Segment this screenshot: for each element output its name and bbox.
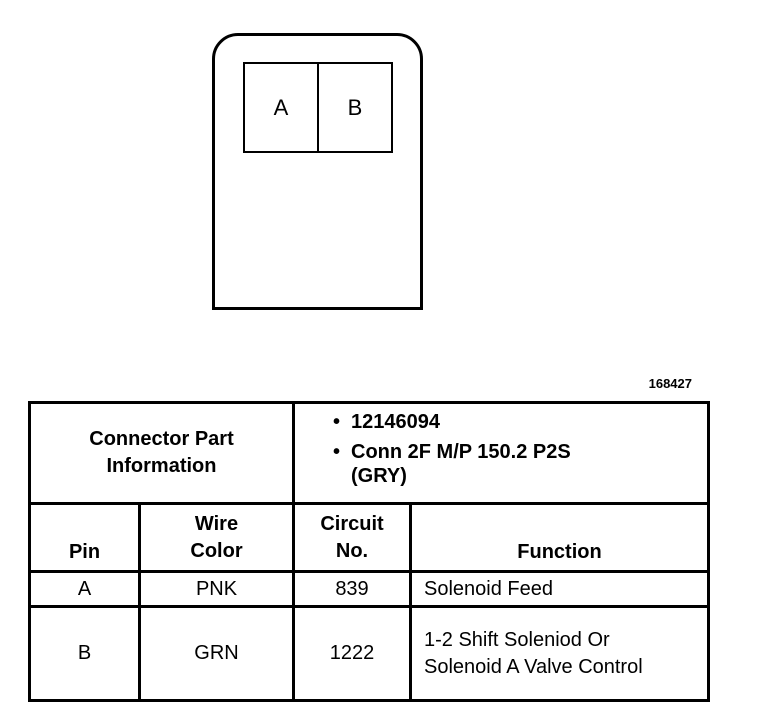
table-row: A PNK 839 Solenoid Feed bbox=[28, 570, 710, 608]
circuit: 839 bbox=[292, 570, 412, 608]
part-info: 12146094 Conn 2F M/P 150.2 P2S (GRY) bbox=[292, 401, 710, 505]
part-number: 12146094 bbox=[333, 410, 707, 434]
connector-cavities: A B bbox=[243, 62, 393, 153]
connector-outline bbox=[212, 33, 423, 310]
wire-color: PNK bbox=[138, 570, 295, 608]
pin: A bbox=[28, 570, 141, 608]
header-wire-color: Wire Color bbox=[138, 502, 295, 573]
connector-table: Connector Part Information 12146094 Conn… bbox=[28, 401, 710, 702]
part-description: Conn 2F M/P 150.2 P2S (GRY) bbox=[333, 440, 591, 488]
figure-number: 168427 bbox=[648, 376, 692, 391]
part-info-label: Connector Part Information bbox=[28, 401, 295, 505]
function: Solenoid Feed bbox=[409, 570, 710, 608]
pin: B bbox=[28, 605, 141, 702]
table-row: B GRN 1222 1-2 Shift Soleniod Or Solenoi… bbox=[28, 605, 710, 702]
cavity-a: A bbox=[273, 94, 289, 120]
wire-color: GRN bbox=[138, 605, 295, 702]
function: 1-2 Shift Soleniod Or Solenoid A Valve C… bbox=[409, 605, 710, 702]
cavity-b: B bbox=[317, 64, 391, 151]
header-pin: Pin bbox=[28, 502, 141, 573]
header-circuit: Circuit No. bbox=[292, 502, 412, 573]
header-function: Function bbox=[409, 502, 710, 573]
circuit: 1222 bbox=[292, 605, 412, 702]
